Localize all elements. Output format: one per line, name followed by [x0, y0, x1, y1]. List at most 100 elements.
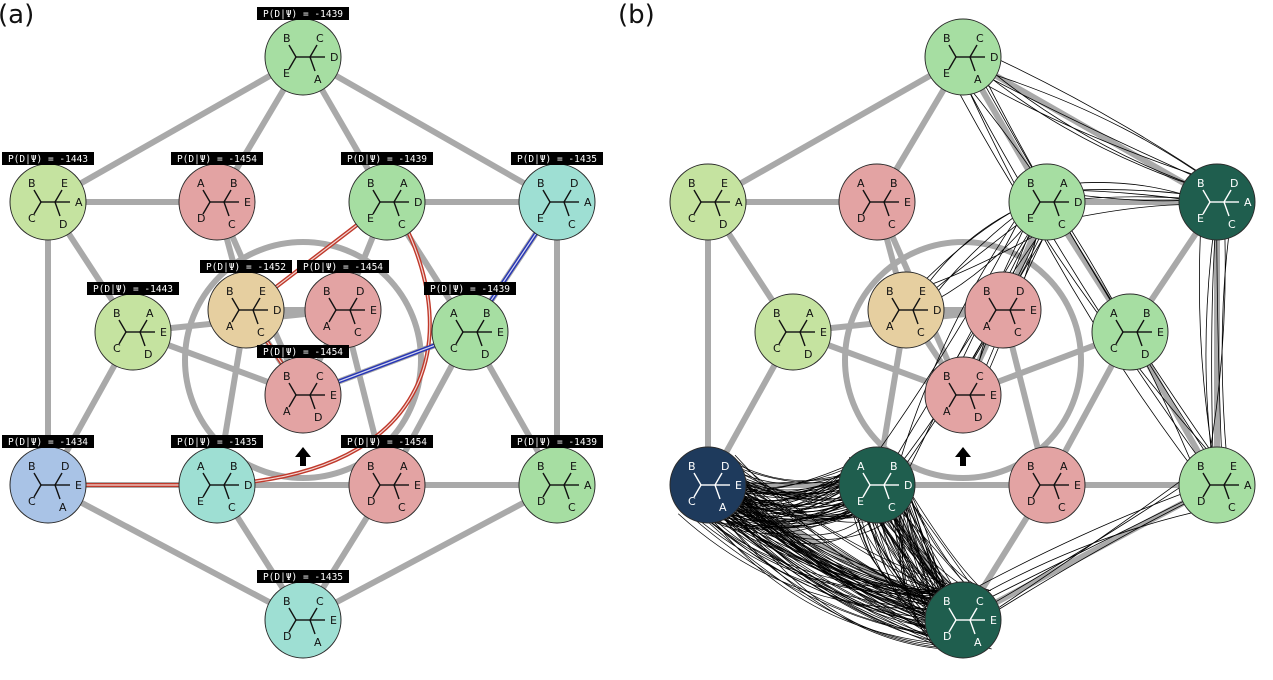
tree-branch [288, 56, 297, 70]
trace-line [980, 69, 1229, 476]
tree-branch [563, 484, 570, 500]
leaf-label: D [197, 212, 205, 225]
leaf-label: B [943, 32, 951, 45]
leaf-label: B [886, 285, 894, 298]
leaf-label: A [1110, 307, 1118, 320]
tree-branch [118, 331, 127, 345]
tree-glyph [1202, 189, 1239, 217]
tree-branch [714, 472, 723, 486]
edge-t0-t1 [706, 54, 965, 205]
trace-line [718, 510, 945, 636]
leaf-label: C [773, 342, 781, 355]
likelihood-label-text: P(D|Ψ) = -1439 [263, 9, 343, 20]
leaf-label: B [367, 460, 375, 473]
trace-line [887, 213, 1054, 472]
trace-line [981, 467, 1200, 620]
leaf-label: D [1197, 495, 1205, 508]
tree-branch [1032, 484, 1041, 498]
leaf-label: E [1027, 212, 1034, 225]
tree-glyph [542, 472, 579, 500]
leaf-label: D [244, 479, 252, 492]
tree-glyph [891, 297, 928, 325]
likelihood-label-bg [257, 345, 349, 358]
likelihood-label: P(D|Ψ) = -1439 [511, 435, 603, 448]
tree-glyph [328, 297, 365, 325]
leaf-label: D [719, 218, 727, 231]
leaf-label: C [316, 595, 324, 608]
tree-branch [799, 319, 808, 333]
leaf-label: B [943, 370, 951, 383]
trace-line [966, 44, 1220, 186]
likelihood-label-bg [341, 435, 433, 448]
leaf-label: E [820, 326, 827, 339]
tree-branch [118, 319, 127, 333]
likelihood-label-text: P(D|Ψ) = -1435 [177, 437, 257, 448]
tree-branch [1136, 319, 1145, 333]
tree-branch [1032, 472, 1041, 486]
tree-branch [231, 309, 240, 323]
tree-branch [1009, 309, 1016, 325]
likelihood-label-text: P(D|Ψ) = -1454 [303, 262, 383, 273]
leaf-label: D [804, 348, 812, 361]
tree-branch [288, 394, 297, 408]
tree-branch [202, 472, 211, 486]
leaf-label: A [1244, 479, 1252, 492]
edge-t0-t1 [46, 54, 305, 205]
tree-branch [372, 484, 381, 498]
likelihood-label-bg [2, 152, 94, 165]
leaf-label: B [323, 285, 331, 298]
leaf-label: E [370, 304, 377, 317]
leaf-label: C [257, 326, 265, 339]
leaf-label: D [1230, 177, 1238, 190]
tree-branch [693, 484, 702, 498]
tree-branch [33, 189, 42, 203]
likelihood-label-bg [341, 152, 433, 165]
leaf-label: E [330, 389, 337, 402]
tree-branch [309, 56, 316, 72]
tree-branch [33, 472, 42, 486]
tree-branch [33, 201, 42, 215]
tree-branch [969, 44, 978, 58]
likelihood-label: P(D|Ψ) = -1443 [2, 152, 94, 165]
inner-ring [842, 239, 1084, 481]
leaf-label: C [917, 326, 925, 339]
tree-branch [1223, 201, 1230, 217]
leaf-label: D [1016, 285, 1024, 298]
tree-branch [862, 201, 871, 215]
tree-glyph [231, 297, 268, 325]
likelihood-label-text: P(D|Ψ) = -1443 [93, 284, 173, 295]
leaf-label: D [356, 285, 364, 298]
leaf-label: C [976, 32, 984, 45]
tree-branch [969, 394, 976, 410]
likelihood-label: P(D|Ψ) = -1454 [297, 260, 389, 273]
leaf-label: C [28, 212, 36, 225]
tree-branch [202, 201, 211, 215]
leaf-label: D [943, 630, 951, 643]
tree-branch [1202, 201, 1211, 215]
leaf-label: E [857, 495, 864, 508]
tree-glyph [948, 44, 985, 72]
tree-glyph [693, 472, 730, 500]
leaf-label: C [113, 342, 121, 355]
likelihood-label-bg [424, 282, 516, 295]
tree-branch [54, 484, 61, 500]
leaf-label: C [228, 501, 236, 514]
tree-branch [563, 189, 572, 203]
leaf-label: B [113, 307, 121, 320]
trace-line [893, 210, 1033, 500]
leaf-label: A [226, 320, 234, 333]
likelihood-label-text: P(D|Ψ) = -1439 [347, 154, 427, 165]
likelihood-label: P(D|Ψ) = -1434 [2, 435, 94, 448]
trace-line [952, 483, 1210, 601]
leaf-label: E [537, 212, 544, 225]
likelihood-label-bg [171, 152, 263, 165]
leaf-label: E [160, 326, 167, 339]
tree-branch [948, 56, 957, 70]
leaf-label: B [283, 32, 291, 45]
tree-branch [54, 472, 63, 486]
leaf-label: A [59, 501, 67, 514]
